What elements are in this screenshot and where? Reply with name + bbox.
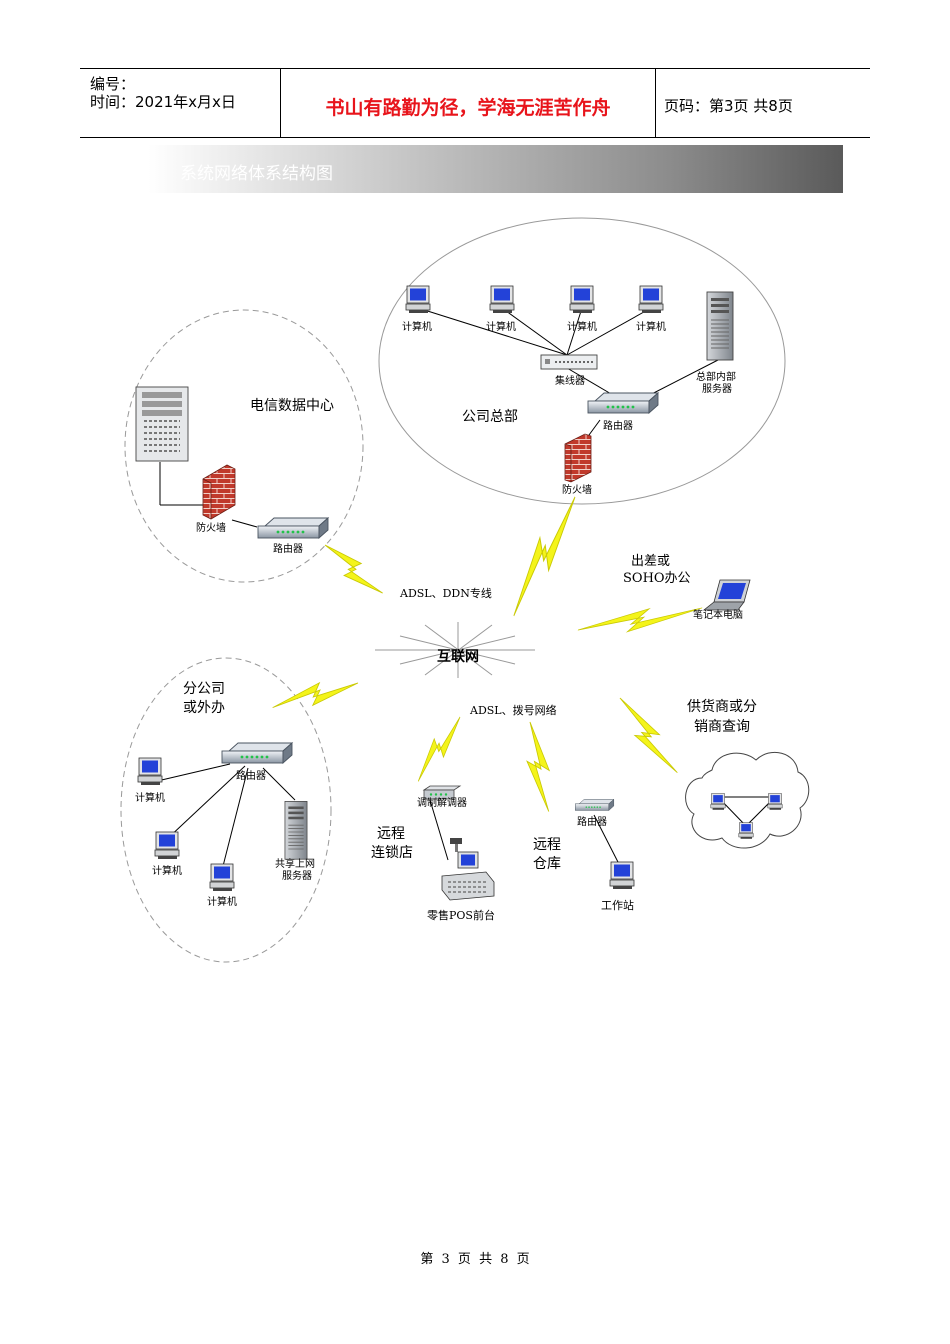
branch-pc1-label: 计算机 xyxy=(135,791,165,804)
hub-label: 集线器 xyxy=(555,374,585,387)
footer-word-ye: 页 xyxy=(457,1252,471,1267)
hq-pc2-label: 计算机 xyxy=(486,320,516,333)
section-banner: 系统网络体系结构图 xyxy=(148,145,843,193)
hq-computer-icon xyxy=(569,285,595,314)
travel-label-line1: 出差或 xyxy=(631,554,670,569)
hq-computer-icon xyxy=(638,285,664,314)
section-title: 系统网络体系结构图 xyxy=(180,164,333,184)
link-lightning-supplier xyxy=(601,697,696,774)
link-lightning-datacenter xyxy=(319,544,389,594)
datacenter-zone-boundary xyxy=(124,309,364,583)
branch-server-label-line2: 服务器 xyxy=(282,869,312,882)
datacenter-router-icon xyxy=(257,517,329,539)
branch-zone-label-line1: 分公司 xyxy=(183,681,225,697)
hq-server-label-line1: 总部内部 xyxy=(696,370,736,383)
footer-total-pages: 8 xyxy=(500,1252,509,1267)
link-lightning-laptop xyxy=(577,577,703,661)
motto: 书山有路勤为径，学海无涯苦作舟 xyxy=(325,97,611,119)
modem-icon xyxy=(422,785,462,800)
branch-computer-icon xyxy=(137,757,163,786)
page-header: 编号： 时间：2021年x月x日 书山有路勤为径，学海无涯苦作舟 页码：第3页 … xyxy=(80,68,870,138)
internet-starburst xyxy=(375,622,535,678)
supplier-cloud-shape xyxy=(685,751,810,849)
supplier-label-line1: 供货商或分 xyxy=(687,698,757,715)
link-lightning-hq xyxy=(512,489,576,624)
hq-pc1-label: 计算机 xyxy=(402,320,432,333)
adsl-dial-label: ADSL、拨号网络 xyxy=(469,703,557,717)
hq-zone-boundary xyxy=(378,217,786,505)
document-number: 编号： xyxy=(90,75,136,93)
store-label-line1: 远程 xyxy=(377,826,405,842)
supplier-computer-icon xyxy=(710,793,726,811)
footer-word-gong: 共 xyxy=(479,1252,493,1267)
datacenter-firewall-icon xyxy=(202,464,236,520)
laptop-icon xyxy=(702,579,751,611)
page-number-label: 页码：第3页 共8页 xyxy=(664,97,793,115)
branch-router-label: 路由器 xyxy=(236,769,266,782)
hq-computer-icon xyxy=(405,285,431,314)
footer-word-di: 第 xyxy=(420,1252,434,1267)
datacenter-zone-label: 电信数据中心 xyxy=(250,398,334,414)
branch-pc2-label: 计算机 xyxy=(152,864,182,877)
datacenter-server-icon xyxy=(135,386,189,462)
supplier-computer-icon xyxy=(738,822,754,840)
hq-server-label-line2: 服务器 xyxy=(702,382,732,395)
hq-pc4-label: 计算机 xyxy=(636,320,666,333)
supplier-computer-icon xyxy=(767,793,783,811)
branch-server-label-line1: 共享上网 xyxy=(275,857,315,870)
hq-pc3-label: 计算机 xyxy=(567,320,597,333)
header-motto-cell: 书山有路勤为径，学海无涯苦作舟 xyxy=(280,69,656,137)
laptop-label: 笔记本电脑 xyxy=(693,608,743,621)
pos-label: 零售POS前台 xyxy=(427,908,495,922)
footer-word-ye-2: 页 xyxy=(516,1252,530,1267)
internet-label: 互联网 xyxy=(437,649,479,665)
hq-firewall-icon xyxy=(564,433,592,483)
branch-computer-icon xyxy=(209,863,235,892)
branch-router-icon xyxy=(221,742,293,764)
hq-computer-icon xyxy=(489,285,515,314)
branch-computer-icon xyxy=(154,831,180,860)
travel-label-line2: SOHO办公 xyxy=(623,571,691,586)
hq-router-icon xyxy=(587,392,659,414)
page-footer: 第 3 页 共 8 页 xyxy=(0,1248,950,1267)
adsl-ddn-label: ADSL、DDN专线 xyxy=(399,586,492,600)
link-lightning-branch xyxy=(272,654,359,736)
warehouse-label-line1: 远程 xyxy=(533,837,561,853)
hub-icon xyxy=(540,354,598,370)
header-meta-cell: 编号： 时间：2021年x月x日 xyxy=(80,69,280,137)
branch-zone-label-line2: 或外办 xyxy=(183,700,225,716)
hq-server-icon xyxy=(706,291,734,361)
warehouse-router-label: 路由器 xyxy=(577,815,607,828)
pos-terminal-icon xyxy=(441,838,495,901)
modem-label: 调制解调器 xyxy=(417,796,467,809)
warehouse-router-icon xyxy=(575,799,615,811)
hq-router-label: 路由器 xyxy=(603,419,633,432)
branch-server-icon xyxy=(284,800,308,860)
hq-firewall-label: 防火墙 xyxy=(562,483,592,496)
branch-zone-boundary xyxy=(120,657,332,963)
workstation-icon xyxy=(609,861,635,890)
link-lightning-warehouse xyxy=(499,721,579,813)
supplier-label-line2: 销商查询 xyxy=(694,719,750,735)
store-label-line2: 连锁店 xyxy=(371,845,413,861)
datacenter-router-label: 路由器 xyxy=(273,542,303,555)
hq-zone-label: 公司总部 xyxy=(462,409,518,425)
branch-pc3-label: 计算机 xyxy=(207,895,237,908)
link-lightning-store xyxy=(417,712,461,787)
header-page-cell: 页码：第3页 共8页 xyxy=(656,69,870,137)
document-time: 时间：2021年x月x日 xyxy=(90,93,236,111)
workstation-label: 工作站 xyxy=(601,898,634,912)
warehouse-label-line2: 仓库 xyxy=(533,856,561,872)
datacenter-firewall-label: 防火墙 xyxy=(196,521,226,534)
footer-page-number: 3 xyxy=(441,1252,450,1267)
